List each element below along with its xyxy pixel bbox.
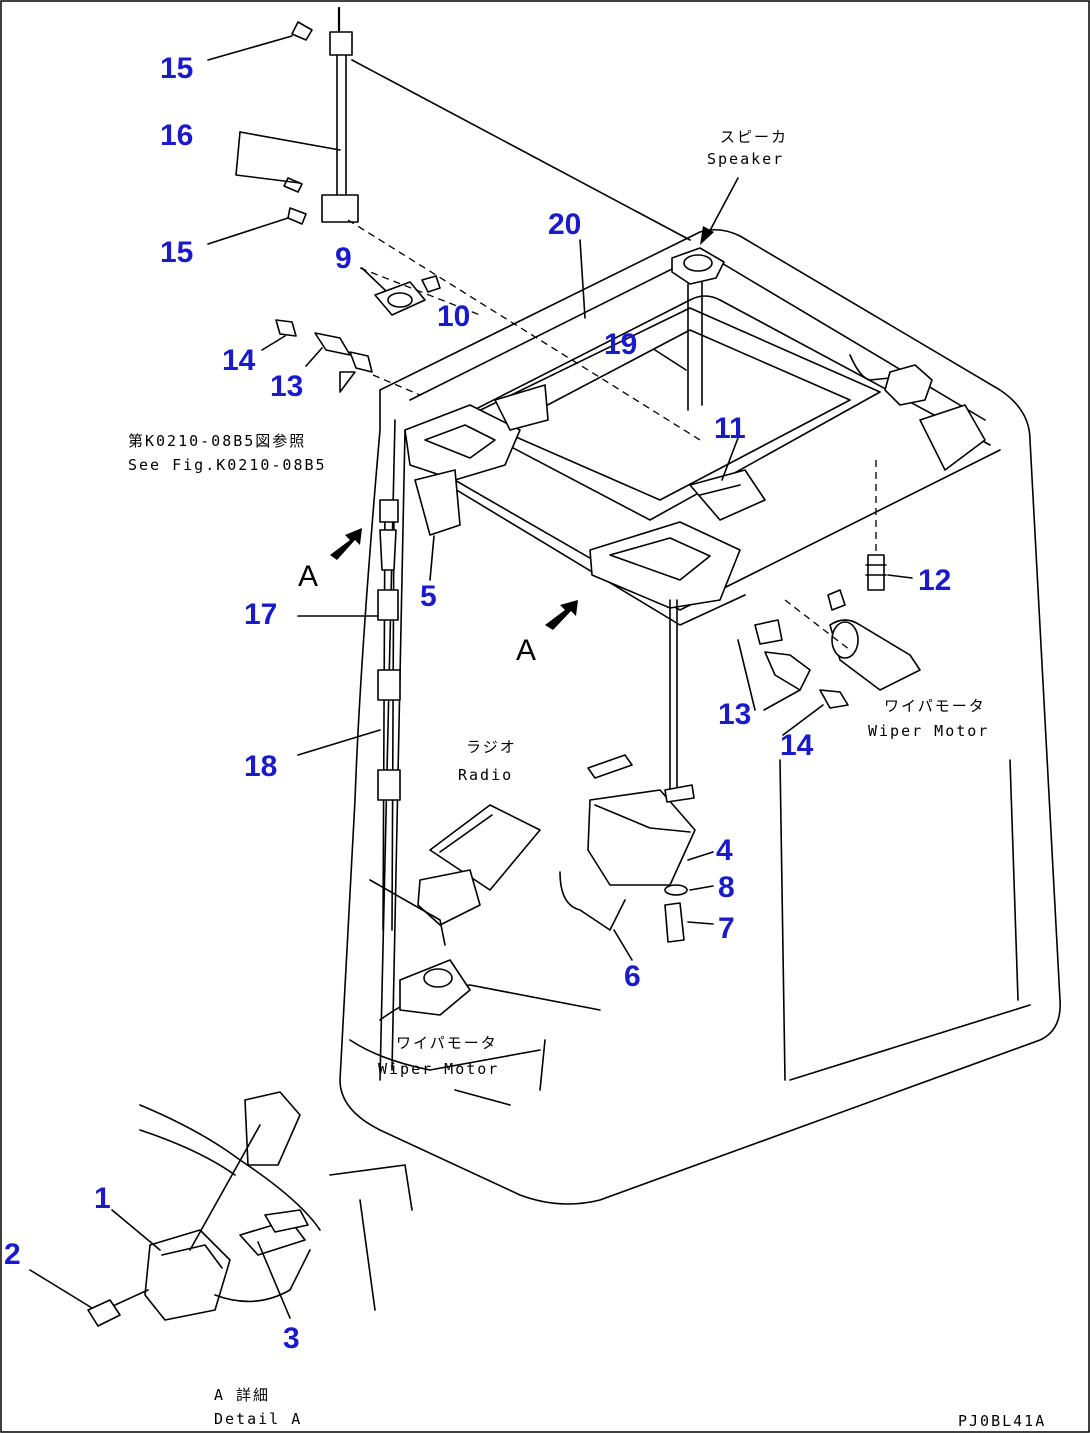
right-wiper-motor	[754, 589, 921, 709]
callout-leaders	[207, 35, 913, 961]
detail-a-leaders	[29, 1209, 291, 1319]
reference-label-jp: 第K0210-08B5図参照	[128, 432, 306, 450]
radio-label-jp: ラジオ	[466, 738, 517, 756]
callout-14-upper: 14	[222, 344, 256, 377]
callout-20: 20	[548, 208, 581, 241]
speaker-box-bracket	[559, 754, 696, 943]
view-a-label-center: A	[516, 634, 536, 667]
view-a-label-left: A	[298, 560, 318, 593]
detail-a-drawing	[87, 1091, 413, 1327]
front-console	[589, 469, 766, 791]
callout-19: 19	[604, 328, 637, 361]
speaker-label-en: Speaker	[707, 150, 784, 168]
callout-18: 18	[244, 750, 277, 783]
callout-1: 1	[94, 1182, 111, 1215]
callout-10: 10	[437, 300, 470, 333]
diagram-notes: スピーカ Speaker 第K0210-08B5図参照 See Fig.K021…	[128, 128, 1046, 1430]
reference-label-en: See Fig.K0210-08B5	[128, 456, 327, 474]
wiper-motor-left-jp: ワイパモータ	[396, 1034, 498, 1052]
wiper-motor-left-en: Wiper Motor	[378, 1060, 499, 1078]
callout-5: 5	[420, 580, 437, 613]
wiper-motor-right-en: Wiper Motor	[868, 722, 989, 740]
left-header-box	[404, 384, 549, 536]
callout-13-lower: 13	[718, 698, 751, 731]
callout-9: 9	[335, 242, 352, 275]
detail-a-label-jp: A 詳細	[214, 1386, 270, 1404]
callout-numbers: 15 16 15 9 10 14 13 20 19 11 12 5 17 18 …	[4, 52, 951, 1355]
callout-15-lower: 15	[160, 236, 193, 269]
view-a-arrows	[330, 528, 578, 630]
wiper-motor-right-jp: ワイパモータ	[884, 697, 986, 715]
callout-8: 8	[718, 871, 735, 904]
detail-a-label-en: Detail A	[214, 1410, 302, 1428]
callout-6: 6	[624, 960, 641, 993]
speaker	[671, 247, 725, 411]
speaker-leader	[700, 177, 739, 245]
callout-11: 11	[714, 412, 746, 445]
callout-16: 16	[160, 119, 193, 152]
drawing-code: PJ0BL41A	[958, 1412, 1046, 1430]
callout-12: 12	[918, 564, 951, 597]
lower-wiper-motor	[399, 959, 471, 1016]
callout-3: 3	[283, 1322, 300, 1355]
speaker-label-jp: スピーカ	[720, 128, 788, 146]
cab-outline	[339, 228, 1061, 1205]
callout-13-upper: 13	[270, 370, 303, 403]
roof-panel	[459, 307, 986, 521]
callout-17: 17	[244, 598, 277, 631]
callout-15-top: 15	[160, 52, 193, 85]
small-hardware-upper	[275, 267, 481, 396]
callout-7: 7	[718, 912, 735, 945]
clip-12	[865, 460, 887, 591]
callout-2: 2	[4, 1238, 21, 1271]
callout-14-lower: 14	[780, 729, 814, 762]
radio-unit	[369, 804, 541, 946]
left-pillar-wiring	[377, 499, 401, 931]
callout-4: 4	[716, 834, 733, 867]
antenna-assembly	[235, 6, 701, 441]
radio-label-en: Radio	[458, 766, 513, 784]
